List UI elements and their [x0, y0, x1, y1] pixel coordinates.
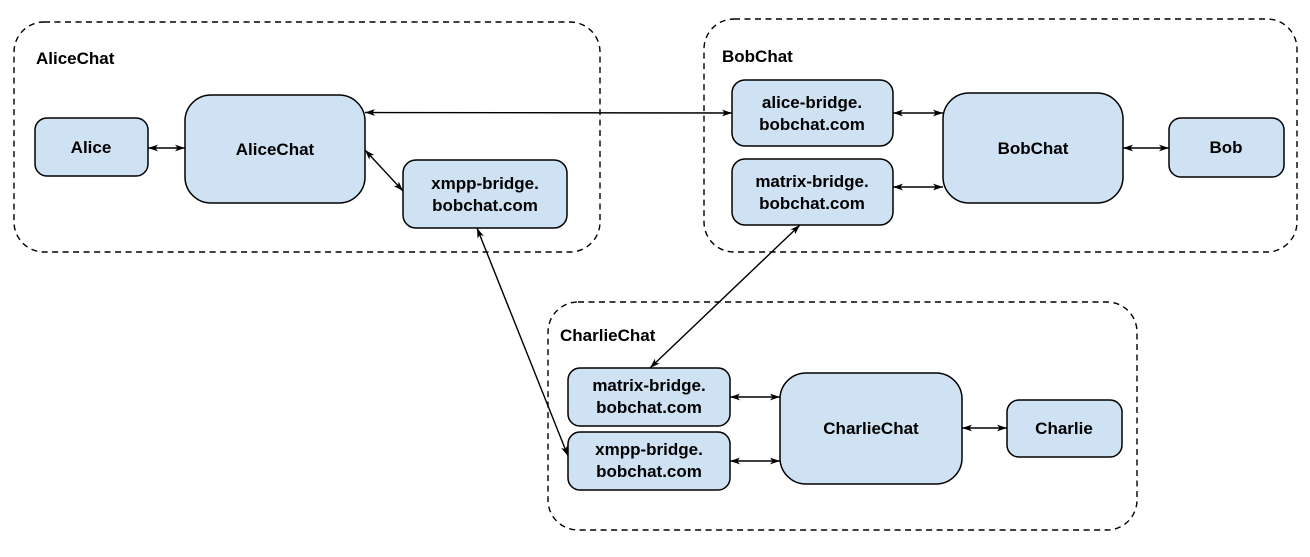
- group-bobchat: BobChat: [703, 18, 1298, 253]
- group-alicechat-label: AliceChat: [36, 49, 115, 68]
- edge-alicechat-xmppbridge: [364, 149, 404, 192]
- node-matrix-bridge-charliechat-box: [567, 367, 731, 427]
- node-bobchat-server: BobChat: [942, 92, 1124, 204]
- node-matrix-bridge-bobchat-box: [731, 158, 894, 226]
- node-charliechat-server-box: [779, 372, 963, 485]
- node-charlie: Charlie: [1006, 399, 1123, 458]
- node-xmpp-bridge-alicechat: xmpp-bridge. bobchat.com: [402, 159, 568, 229]
- node-matrix-bridge-charliechat-line2: bobchat.com: [596, 398, 702, 417]
- node-xmpp-bridge-charliechat-line1: xmpp-bridge.: [595, 440, 703, 459]
- group-alicechat: AliceChat: [13, 21, 601, 253]
- node-bob-label: Bob: [1209, 138, 1242, 157]
- node-xmpp-bridge-charliechat-line2: bobchat.com: [596, 462, 702, 481]
- node-bobchat-server-box: [942, 92, 1124, 204]
- node-alice-bridge-bobchat-box: [731, 79, 894, 147]
- node-alicechat-server: AliceChat: [184, 94, 366, 204]
- node-xmpp-bridge-alicechat-box: [402, 159, 568, 229]
- edge-alicechat-alicebridge: [364, 109, 733, 117]
- node-matrix-bridge-bobchat-line1: matrix-bridge.: [755, 172, 868, 191]
- node-alicechat-server-box: [184, 94, 366, 204]
- node-xmpp-bridge-charliechat-box: [567, 431, 731, 491]
- node-xmpp-bridge-charliechat: xmpp-bridge. bobchat.com: [567, 431, 731, 491]
- node-charlie-label: Charlie: [1035, 419, 1093, 438]
- node-matrix-bridge-bobchat-line2: bobchat.com: [759, 194, 865, 213]
- node-alice-bridge-bobchat-line1: alice-bridge.: [762, 93, 862, 112]
- node-alice: Alice: [34, 117, 149, 177]
- node-alicechat-server-label: AliceChat: [236, 140, 315, 159]
- edge-xmppbridge-alicechat-to-charliechat: [476, 227, 569, 457]
- node-charliechat-server-label: CharlieChat: [823, 419, 919, 438]
- node-matrix-bridge-charliechat-line1: matrix-bridge.: [592, 376, 705, 395]
- node-bob: Bob: [1168, 117, 1285, 178]
- node-matrix-bridge-bobchat: matrix-bridge. bobchat.com: [731, 158, 894, 226]
- group-charliechat-label: CharlieChat: [560, 326, 656, 345]
- node-xmpp-bridge-alicechat-line1: xmpp-bridge.: [431, 174, 539, 193]
- node-xmpp-bridge-alicechat-line2: bobchat.com: [432, 196, 538, 215]
- node-matrix-bridge-charliechat: matrix-bridge. bobchat.com: [567, 367, 731, 427]
- edge-matrixbridge-bobchat-to-charliechat: [649, 224, 801, 369]
- edges: [148, 109, 1169, 465]
- node-charlie-box: [1006, 399, 1123, 458]
- node-alice-bridge-bobchat-line2: bobchat.com: [759, 115, 865, 134]
- node-alice-label: Alice: [71, 138, 112, 157]
- node-bobchat-server-label: BobChat: [998, 139, 1069, 158]
- group-bobchat-label: BobChat: [722, 47, 793, 66]
- group-alicechat-border: [13, 21, 601, 253]
- group-bobchat-border: [703, 18, 1298, 253]
- node-charliechat-server: CharlieChat: [779, 372, 963, 485]
- node-alice-box: [34, 117, 149, 177]
- node-alice-bridge-bobchat: alice-bridge. bobchat.com: [731, 79, 894, 147]
- node-bob-box: [1168, 117, 1285, 178]
